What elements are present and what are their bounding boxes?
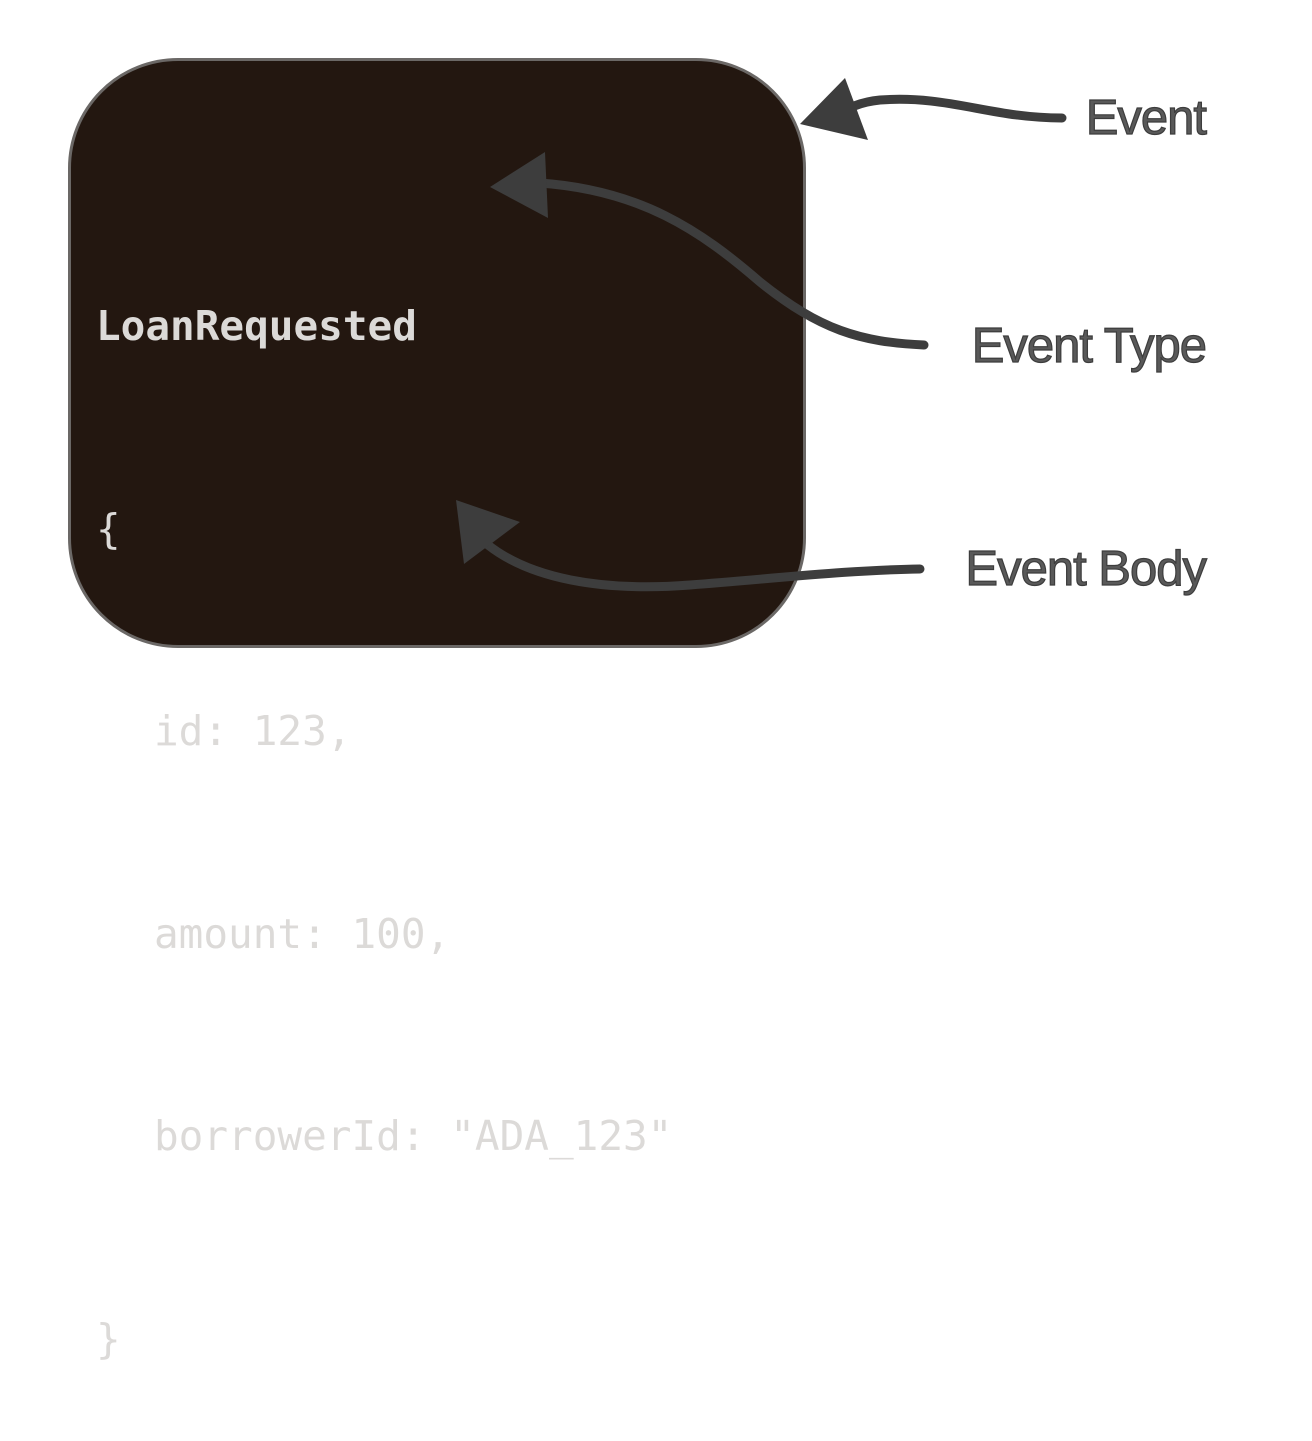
event-body-label: Event Body: [965, 541, 1208, 596]
field-id: id: 123,: [154, 707, 352, 755]
event-arrow: [800, 78, 1067, 140]
close-brace: }: [96, 1314, 121, 1363]
event-type-label: Event Type: [971, 318, 1207, 373]
event-code-block: LoanRequested { id: 123, amount: 100, bo…: [96, 158, 672, 1441]
event-label: Event: [1085, 90, 1208, 145]
field-amount: amount: 100,: [154, 909, 451, 958]
field-borrower-id: borrowerId: "ADA_123": [154, 1112, 673, 1160]
event-type-name: LoanRequested: [96, 302, 417, 350]
open-brace: {: [96, 504, 121, 553]
